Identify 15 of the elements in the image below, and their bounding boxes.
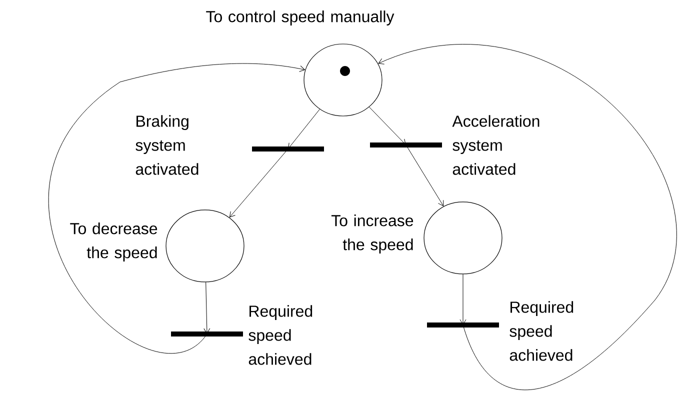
arrow bbox=[288, 108, 320, 149]
arrow bbox=[460, 274, 466, 325]
arrow bbox=[406, 144, 444, 206]
arrow bbox=[204, 282, 210, 334]
node-label: To increase the speed bbox=[331, 214, 414, 254]
arrow bbox=[49, 63, 306, 354]
node-label: Required speed achieved bbox=[510, 301, 574, 361]
node-label: Braking system activated bbox=[136, 115, 198, 175]
node-label: Required speed achieved bbox=[248, 305, 312, 365]
node-label: To control speed manually bbox=[206, 10, 394, 26]
node-label: To decrease the speed bbox=[70, 222, 158, 262]
arrow bbox=[229, 148, 288, 218]
arrow bbox=[368, 106, 406, 145]
node-label: Acceleration system activated bbox=[452, 115, 540, 175]
arrow bbox=[378, 44, 677, 390]
